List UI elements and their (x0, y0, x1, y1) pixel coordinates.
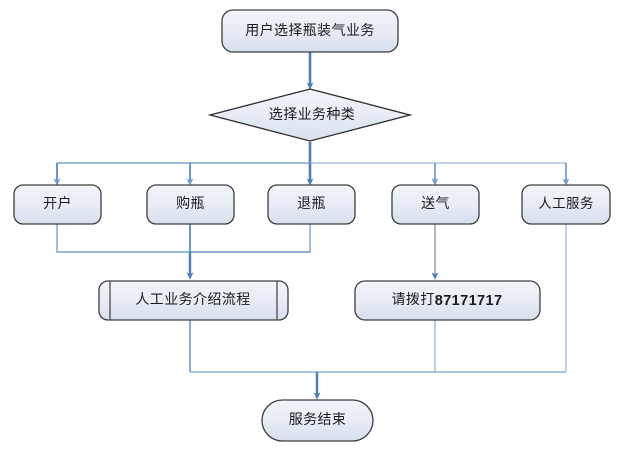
node-open-account[interactable]: 开户 (13, 184, 102, 225)
start-shape (221, 9, 399, 53)
node-phone-prompt[interactable]: 请拨打87171717 (354, 280, 541, 321)
node-end[interactable]: 服务结束 (261, 399, 374, 442)
buy-bottle-shape (146, 184, 235, 225)
end-label: 服务结束 (289, 412, 347, 428)
deliver-gas-label: 送气 (421, 196, 450, 212)
manual-service-label: 人工服务 (538, 196, 594, 211)
node-buy-bottle[interactable]: 购瓶 (146, 184, 235, 225)
phone-prompt-label: 请拨打87171717 (392, 291, 503, 309)
node-start[interactable]: 用户选择瓶装气业务 (221, 9, 399, 53)
edge-return-bottle-merge (190, 223, 311, 253)
buy-bottle-label: 购瓶 (176, 196, 205, 212)
phone-prompt-prefix: 请拨打 (392, 291, 435, 308)
return-bottle-label: 退瓶 (297, 196, 326, 212)
end-shape (261, 399, 374, 442)
decision-label: 选择业务种类 (269, 107, 355, 123)
node-return-bottle[interactable]: 退瓶 (267, 184, 356, 225)
manual-service-shape (521, 184, 611, 225)
manual-process-label: 人工业务介绍流程 (135, 292, 250, 308)
deliver-gas-shape (391, 184, 480, 225)
connector-layer (53, 52, 570, 400)
node-decision[interactable]: 选择业务种类 (207, 88, 413, 142)
open-account-shape (13, 184, 102, 225)
edge-open-account-merge (56, 223, 310, 253)
phone-prompt-number: 87171717 (435, 293, 503, 309)
start-label: 用户选择瓶装气业务 (245, 22, 375, 39)
node-manual-process[interactable]: 人工业务介绍流程 (98, 280, 289, 321)
node-manual-service[interactable]: 人工服务 (521, 184, 611, 225)
decision-shape (207, 88, 413, 142)
open-account-label: 开户 (43, 195, 72, 212)
return-bottle-shape (267, 184, 356, 225)
phone-prompt-shape (354, 280, 541, 321)
node-deliver-gas[interactable]: 送气 (391, 184, 480, 225)
manual-process-shape (98, 280, 289, 321)
